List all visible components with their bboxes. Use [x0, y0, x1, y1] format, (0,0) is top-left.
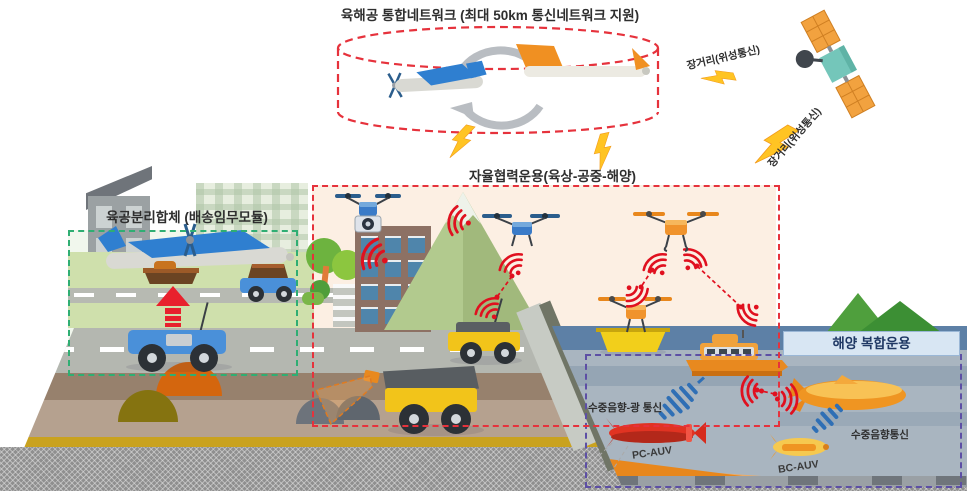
truck-hub: [451, 414, 461, 424]
seafloor-block: [608, 476, 638, 485]
wifi-signal-icon: [625, 285, 649, 308]
marine-zone-border: [585, 354, 962, 488]
bc-auv: [770, 434, 829, 460]
cargo-module-top: [143, 268, 199, 273]
orange-drone-on-boat: [598, 296, 672, 333]
soil-band-ochre: [24, 437, 680, 448]
wifi-signal-icon: [682, 247, 708, 271]
lift-arrow-icon: [156, 286, 190, 334]
top-network-title: 육해공 통합네트워크 (최대 50km 통신네트워크 지원): [340, 8, 640, 23]
boat-shadow: [600, 348, 666, 356]
seafloor-block: [695, 476, 725, 485]
delivery-rover-cargo-top: [252, 264, 284, 268]
cooperative-operation-label: 자율협력운용(육상-공중-해양): [468, 169, 637, 184]
road-lane-dashes: [50, 347, 610, 352]
sonar-beams: [588, 442, 629, 472]
drone-landing-boat: [598, 328, 668, 352]
lidar-cone: [314, 375, 373, 426]
underwater-optical-label: 수중음향-광 통신: [588, 402, 663, 414]
vtol-cargo-aircraft: [98, 223, 294, 269]
seafloor-block: [788, 476, 818, 485]
yrover-hub: [467, 349, 475, 357]
cargo-module-payload: [154, 261, 176, 269]
delivery-module-label: 육공분리합체 (배송임무모듈): [106, 210, 268, 225]
wifi-signal-icon: [498, 252, 524, 276]
underwater-acoustic-label: 수중음향통신: [851, 429, 909, 441]
truck-hub: [409, 414, 419, 424]
wifi-signal-icon: [360, 237, 388, 271]
wifi-signal-icon: [642, 252, 668, 276]
seafloor-strip: [552, 476, 967, 487]
cooperative-zone-border: [312, 185, 780, 427]
wifi-signal-icon: [736, 303, 759, 327]
lightning-link-icon: [593, 131, 612, 172]
acoustic-optical-signal-icon: [658, 376, 705, 420]
marine-zone-label-box: 해양 복합운용: [783, 331, 960, 356]
ugv-hub: [147, 353, 157, 363]
wifi-signal-icon: [474, 296, 500, 320]
boat-gunwale: [596, 328, 670, 332]
blue-aircraft-icon: [387, 60, 487, 99]
rover-hub: [281, 291, 287, 297]
pc-auv: [606, 418, 706, 448]
road-lane-dashes: [74, 293, 358, 297]
seafloor-block: [872, 476, 902, 485]
quad-drone-orange: [633, 211, 719, 252]
ugv-hub: [199, 353, 209, 363]
satellite-icon: [795, 9, 876, 119]
rover-hub: [253, 291, 259, 297]
camera-drone-blue: [335, 193, 401, 233]
lightning-link-icon: [754, 124, 800, 164]
seafloor-block: [936, 476, 966, 485]
ugv-shadow: [126, 362, 232, 372]
wifi-signal-icon: [740, 375, 765, 407]
yrover-shadow: [450, 356, 522, 365]
marine-zone-label: 해양 복합운용: [832, 336, 911, 351]
acoustic-signal-icon: [811, 403, 843, 433]
lightning-link-icon: [449, 124, 476, 159]
ugv-window: [166, 334, 192, 346]
quad-drone-blue: [482, 213, 560, 247]
wifi-signal-icon: [774, 383, 799, 415]
yrover-hub: [501, 349, 509, 357]
lightning-link-icon: [700, 70, 737, 85]
delivery-zone-border: [68, 230, 298, 376]
yellow-rover-deck: [456, 322, 510, 333]
orange-uav-icon: [516, 44, 650, 77]
integrated-network-cylinder: [336, 25, 660, 135]
lawn-strip-lower: [68, 303, 314, 328]
wifi-signal-icon: [447, 205, 471, 237]
